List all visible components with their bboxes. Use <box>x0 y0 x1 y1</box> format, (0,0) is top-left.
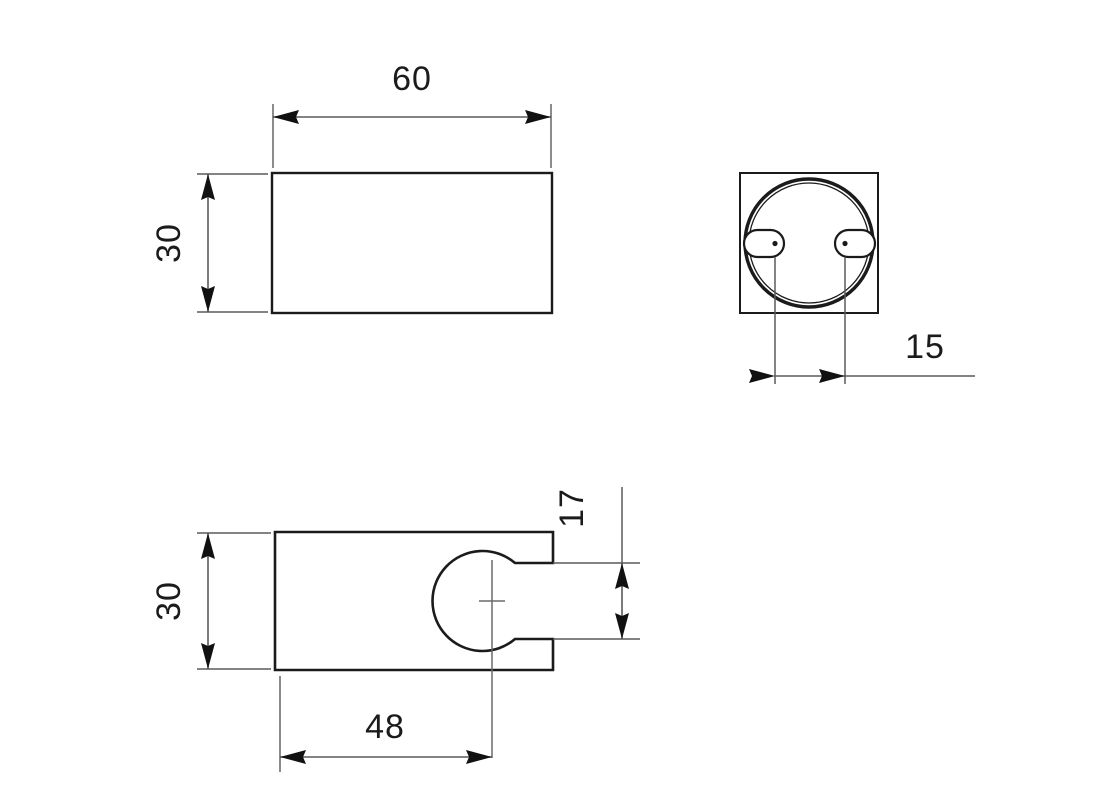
dim-label-30-front: 30 <box>150 223 188 263</box>
top-view-group <box>197 487 640 772</box>
dim-30-top-arrow-bottom <box>201 643 215 669</box>
top-view-body-outline <box>273 530 555 672</box>
end-view-group <box>739 172 975 384</box>
dim-48-arrow-right <box>466 750 492 764</box>
dim-15-arrow-left <box>749 369 775 383</box>
dim-label-48: 48 <box>365 708 405 746</box>
dim-label-30-top: 30 <box>150 581 188 621</box>
dim-label-60: 60 <box>392 60 432 98</box>
end-view-slot-left-center-dot <box>772 240 778 247</box>
dim-17-arrow-bottom <box>615 613 629 639</box>
dim-30-front-arrow-top <box>201 174 215 200</box>
dim-label-17: 17 <box>553 488 591 528</box>
end-view-slot-right-center-dot <box>842 240 848 247</box>
front-view-group <box>197 104 554 315</box>
dim-60-arrow-right <box>525 110 551 124</box>
dim-60-arrow-left <box>273 110 299 124</box>
front-view-body-rect <box>270 171 554 315</box>
dim-30-top-arrow-top <box>201 533 215 559</box>
end-view-slot-right <box>833 228 877 259</box>
dim-15-arrow-right <box>819 369 845 383</box>
end-view-slot-left <box>742 228 786 259</box>
dim-48-arrow-left <box>280 750 306 764</box>
dim-label-15: 15 <box>905 328 945 366</box>
dim-17-arrow-top <box>615 563 629 589</box>
dim-30-front-arrow-bottom <box>201 286 215 312</box>
